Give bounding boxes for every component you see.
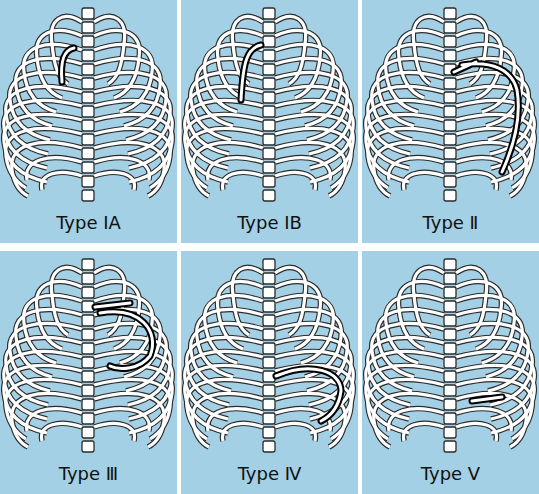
type-panel: Type Ⅳ: [181, 251, 358, 494]
type-panel: Type Ⅴ: [362, 251, 539, 494]
type-panel: Type IA: [0, 0, 177, 243]
type-label: Type Ⅲ: [59, 463, 118, 484]
type-label: Type IB: [237, 212, 302, 233]
type-panel: Type Ⅱ: [362, 0, 539, 243]
type-panel: Type IB: [181, 0, 358, 243]
type-label: Type Ⅴ: [421, 463, 480, 484]
type-label: Type Ⅱ: [423, 212, 479, 233]
type-label: Type Ⅳ: [238, 463, 302, 484]
type-label: Type IA: [56, 212, 121, 233]
type-panel: Type Ⅲ: [0, 251, 177, 494]
